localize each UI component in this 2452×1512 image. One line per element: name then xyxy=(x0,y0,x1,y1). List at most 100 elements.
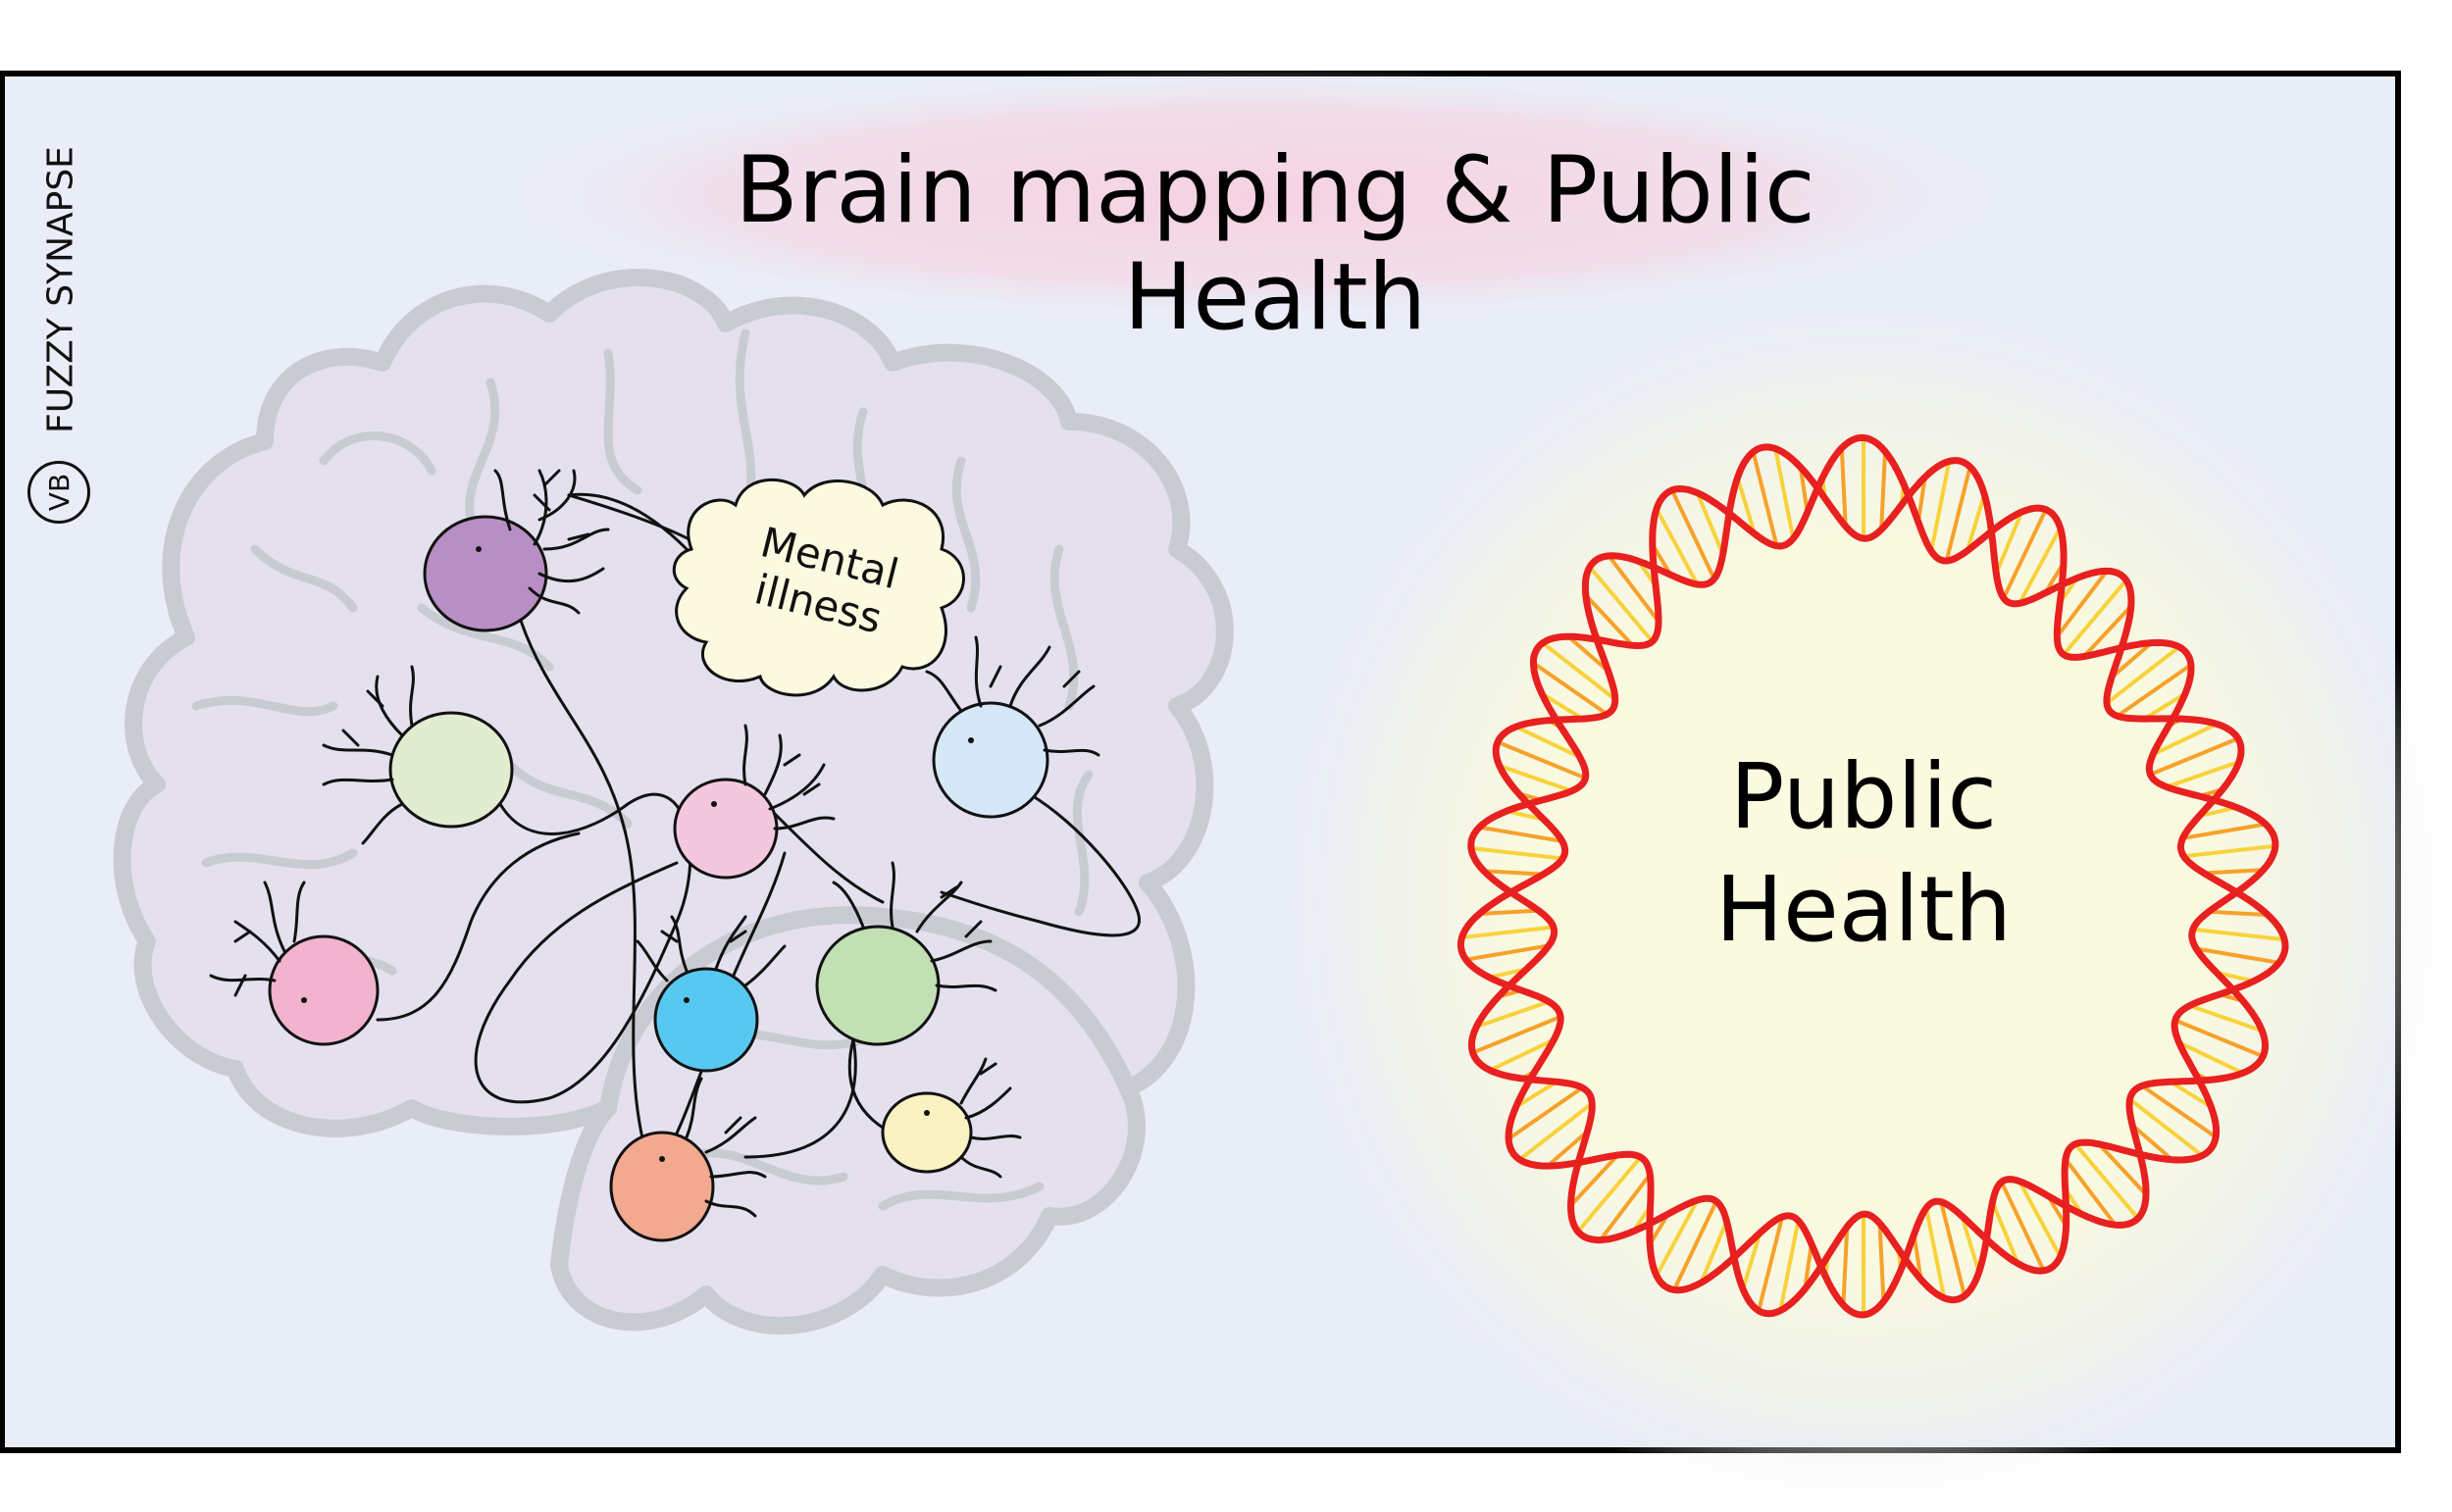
dna-rung xyxy=(1944,466,1972,562)
dna-rung xyxy=(2064,1158,2118,1227)
dna-rung xyxy=(2062,579,2128,656)
dna-rung xyxy=(1599,1173,1652,1241)
dna-rung xyxy=(2188,1003,2264,1033)
initials-text: VB xyxy=(42,473,76,512)
dna-rung xyxy=(2018,1180,2063,1258)
dna-rung xyxy=(1584,593,1635,647)
dna-rung xyxy=(1994,511,2024,575)
brand-name: FUZZY SYNAPSE xyxy=(40,146,81,433)
dna-rung xyxy=(2204,868,2264,876)
dna-rung xyxy=(2055,570,2109,638)
dna-rung xyxy=(1588,565,1655,643)
neuron-green-light xyxy=(322,665,514,845)
dna-rung xyxy=(2130,1124,2174,1162)
dna-rung xyxy=(1757,1216,1785,1312)
credit-sidebar: FUZZY SYNAPSE VB xyxy=(22,108,90,569)
dna-rung xyxy=(1655,1199,1700,1278)
dna-rung xyxy=(1741,1232,1762,1290)
dna-rung xyxy=(2183,843,2276,859)
dna-rung xyxy=(1461,925,1555,940)
dna-rung xyxy=(1912,1234,1923,1280)
dna-rung xyxy=(1929,460,1952,552)
dna-rung xyxy=(1879,451,1888,530)
dna-rung xyxy=(1990,1201,2020,1265)
dna-rung xyxy=(2174,1018,2265,1059)
neuron-blue-light xyxy=(925,635,1100,819)
dna-rung xyxy=(2073,1142,2140,1220)
dna-rung xyxy=(2116,663,2193,718)
dna-rung xyxy=(1839,447,1848,527)
dna-rung xyxy=(1569,1153,1619,1207)
dna-rung xyxy=(2182,822,2267,840)
dna-rung xyxy=(2177,1040,2244,1076)
dna-rung xyxy=(1672,1200,1718,1291)
dna-rung xyxy=(1655,507,1700,585)
neuron-orange xyxy=(609,1077,767,1242)
dna-rung xyxy=(1532,661,1609,716)
dna-rung xyxy=(2149,736,2239,777)
neuron-yellow xyxy=(881,1057,1022,1179)
dna-rung xyxy=(1514,1080,1558,1109)
dna-rung xyxy=(1841,1227,1850,1305)
dna-rung xyxy=(2208,909,2269,918)
dna-rung xyxy=(2018,527,2063,605)
dna-rung xyxy=(1939,1201,1967,1297)
dna-rung xyxy=(2198,805,2237,819)
dna-rung xyxy=(1483,869,1544,877)
dna-rung xyxy=(1695,491,1725,556)
dna-rung xyxy=(1778,1220,1801,1312)
dna-rung xyxy=(1479,825,1563,843)
initials-badge: VB xyxy=(27,461,90,524)
dna-rung xyxy=(1751,451,1779,547)
dna-rung xyxy=(2195,946,2280,965)
dna-rung xyxy=(2192,927,2285,942)
public-health-label: Public Health xyxy=(1667,740,2060,966)
dna-rung xyxy=(1965,493,1987,552)
dna-rung xyxy=(1699,1220,1729,1284)
dna-rung xyxy=(1546,1130,1589,1168)
dna-rung xyxy=(1489,1037,1556,1073)
dna-rung xyxy=(1470,846,1563,861)
dna-rung xyxy=(2082,604,2133,658)
dna-rung xyxy=(1960,1215,1981,1274)
dna-rung xyxy=(1607,554,1660,624)
public-health-line-1: Public xyxy=(1729,744,1998,849)
brain-temporal-lobe xyxy=(599,906,1137,1117)
dna-rung xyxy=(1576,1155,1643,1234)
dna-rung xyxy=(2143,691,2187,721)
dna-rung xyxy=(2152,722,2219,757)
dna-strand-2 xyxy=(1467,433,2279,1318)
dna-rung xyxy=(1566,634,1609,673)
dna-rung xyxy=(2097,1142,2148,1196)
dna-rung xyxy=(1999,1181,2046,1272)
dna-rung xyxy=(1877,1223,1886,1302)
dna-rung xyxy=(1540,691,1584,721)
dna-rung xyxy=(1798,467,1810,513)
dna-rung xyxy=(1669,489,1716,580)
title-glow xyxy=(490,69,2020,324)
dna-rung xyxy=(1499,764,1573,793)
neuron-blue xyxy=(636,915,787,1073)
dna-rung xyxy=(2140,1084,2218,1139)
dna-rung xyxy=(1541,641,1616,701)
dna-rung xyxy=(1518,1101,1594,1162)
brain-folds xyxy=(191,328,1094,1211)
page-title: Brain mapping & Public Health xyxy=(735,137,1815,351)
mental-illness-bubble xyxy=(672,478,965,697)
dna-rung xyxy=(2169,1080,2213,1109)
dna-rung xyxy=(1803,1243,1813,1289)
dna-rung xyxy=(1475,999,1550,1030)
neuron-pink-dark xyxy=(209,881,380,1046)
neurons-group xyxy=(209,469,1100,1242)
dna-rung xyxy=(1916,477,1927,523)
dna-rung xyxy=(1924,1207,1947,1299)
dna-rung xyxy=(2216,970,2255,983)
dna-rung xyxy=(2128,1097,2204,1158)
dna-rung xyxy=(1514,725,1581,760)
dna-rung xyxy=(1465,943,1550,962)
dna-rung xyxy=(1507,1085,1584,1141)
neuron-green xyxy=(815,861,997,1046)
dna-rung xyxy=(1735,477,1757,535)
